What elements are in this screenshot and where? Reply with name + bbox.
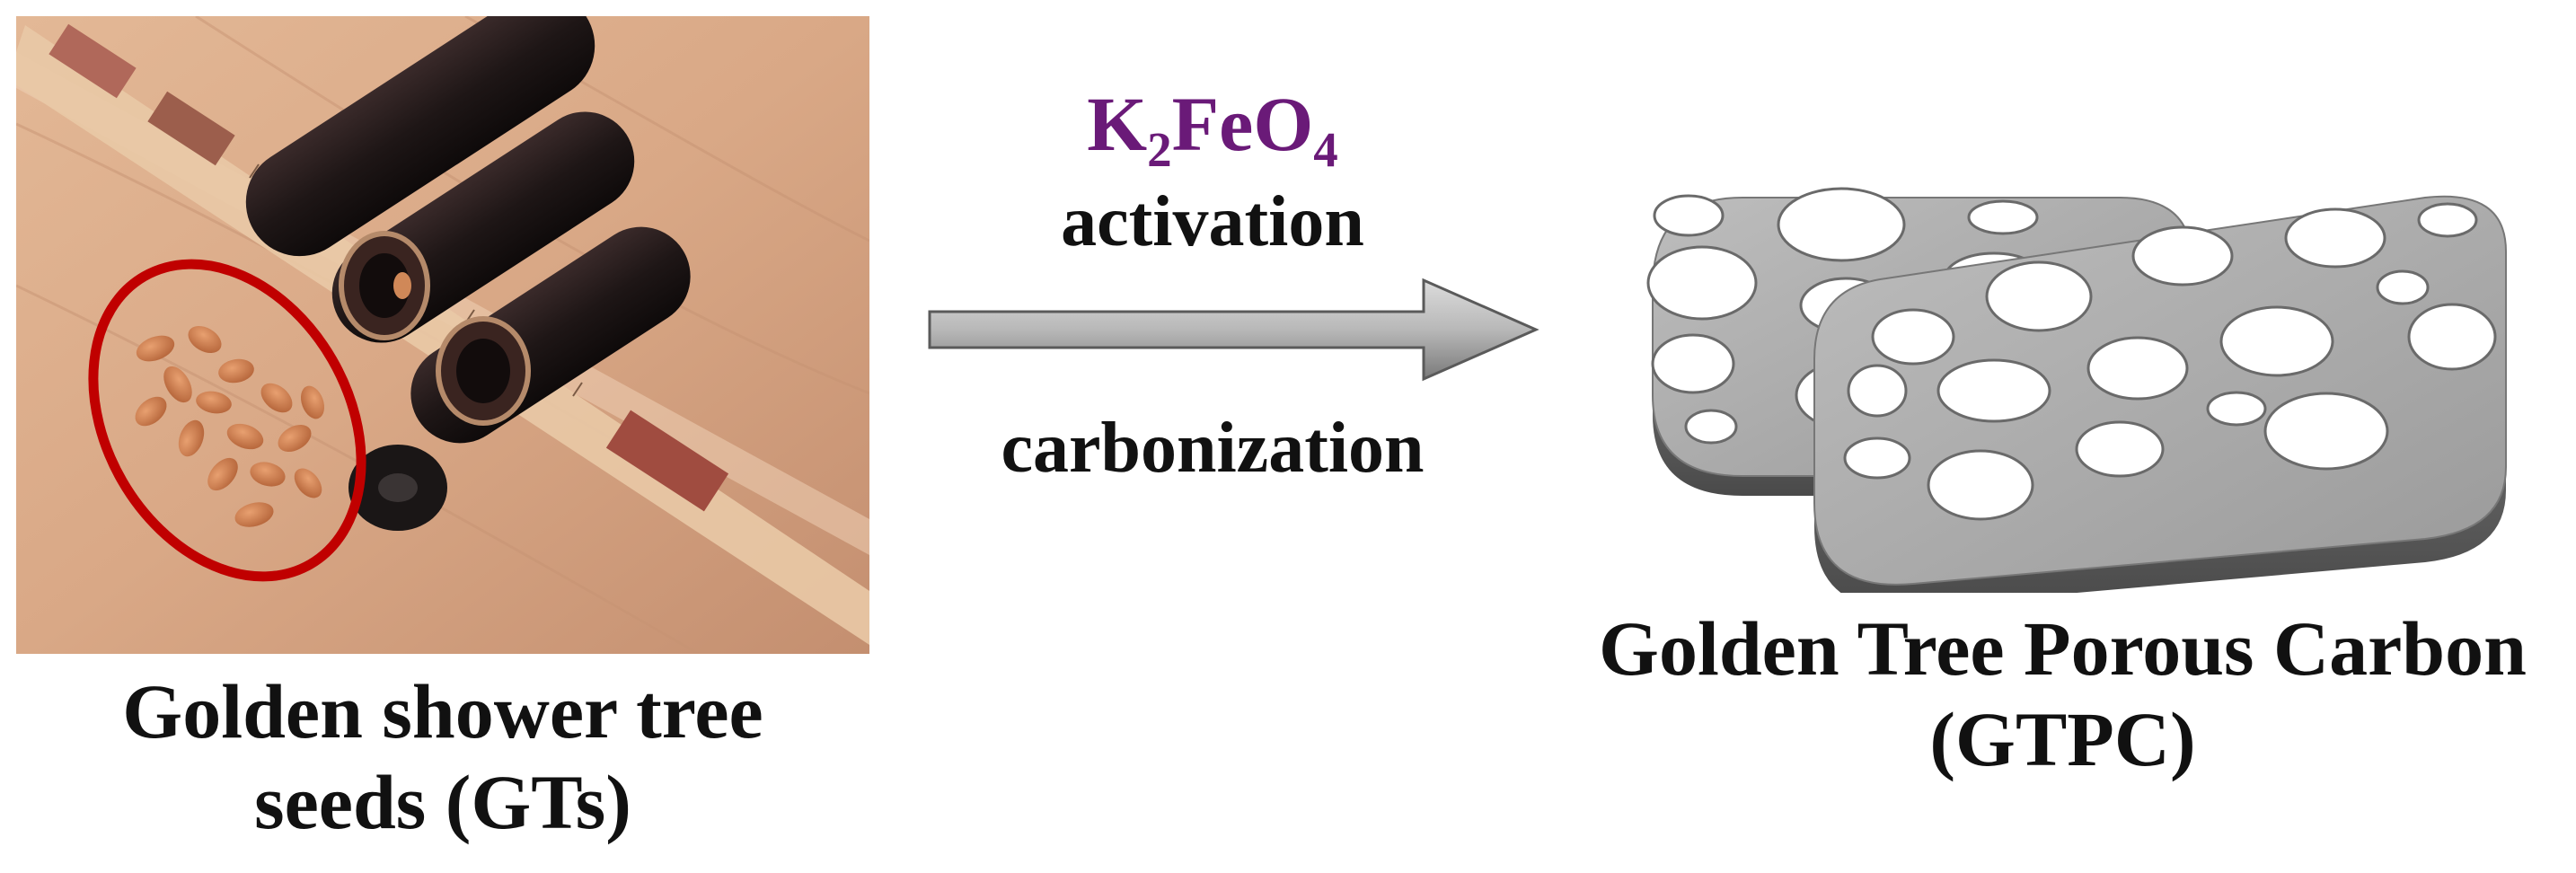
seeds-caption-line2: seeds (GTs) xyxy=(254,759,631,846)
reagent-formula: K2FeO4 xyxy=(925,79,1500,178)
activation-label: activation xyxy=(1061,182,1364,261)
formula-part-3: FeO xyxy=(1171,81,1314,167)
formula-part-2: 2 xyxy=(1147,122,1172,178)
carbon-sheet-front xyxy=(1813,195,2507,593)
seeds-caption: Golden shower tree seeds (GTs) xyxy=(0,666,886,849)
formula-part-4: 4 xyxy=(1313,122,1338,178)
gtpc-caption-line1: Golden Tree Porous Carbon xyxy=(1599,605,2527,692)
seeds xyxy=(135,325,325,527)
carbonization-label: carbonization xyxy=(1001,409,1425,488)
seeds-caption-line1: Golden shower tree xyxy=(122,668,763,754)
porous-carbon-illustration xyxy=(1646,187,2507,593)
gtpc-caption-line2: (GTPC) xyxy=(1929,696,2196,783)
process-arrow xyxy=(928,278,1539,382)
gtpc-caption: Golden Tree Porous Carbon (GTPC) xyxy=(1549,604,2576,786)
seed-highlight-ellipse xyxy=(88,259,366,582)
seed-photo xyxy=(16,16,869,654)
formula-part-1: K xyxy=(1087,81,1148,167)
seed-pods xyxy=(245,16,691,531)
